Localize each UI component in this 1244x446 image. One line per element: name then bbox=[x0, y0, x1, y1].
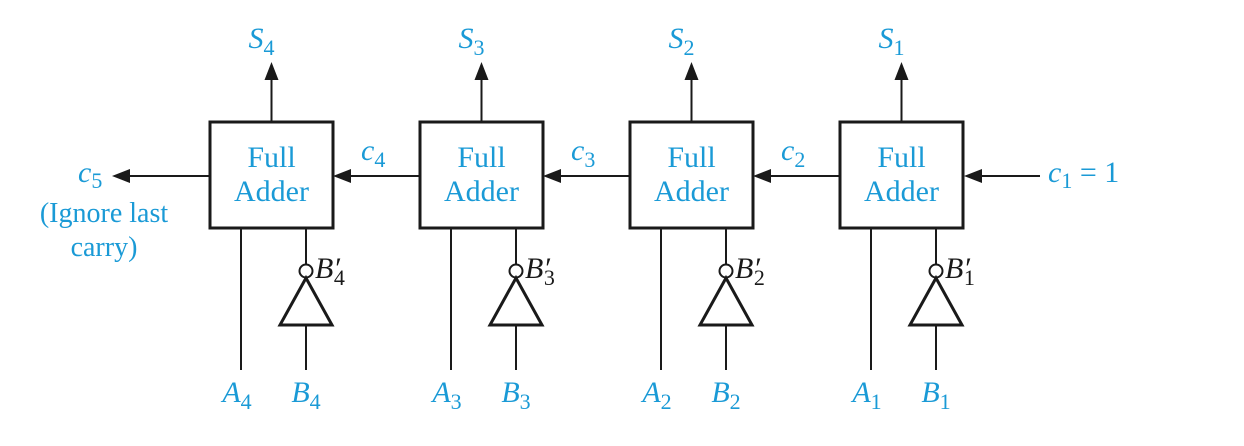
ignore-carry-note-line2: carry) bbox=[71, 232, 138, 263]
carry-in-label-c1: c1 = 1 bbox=[1048, 156, 1119, 193]
sum-arrowhead-3 bbox=[474, 62, 489, 80]
inverter-triangle-3 bbox=[487, 274, 545, 327]
full-adder-box-2 bbox=[628, 120, 755, 230]
carry-label-c2: c2 bbox=[781, 134, 805, 172]
carry-label-c4: c4 bbox=[361, 134, 385, 172]
b-input-label-B2: B2 bbox=[711, 376, 740, 414]
carry-arrowhead-c2 bbox=[753, 169, 771, 183]
b-input-label-B1: B1 bbox=[921, 376, 950, 414]
carry-label-c3: c3 bbox=[571, 134, 595, 172]
b-input-label-B4: B4 bbox=[291, 376, 320, 414]
bprime-label-4: B′4 bbox=[315, 252, 345, 290]
full-adder-box-3 bbox=[418, 120, 545, 230]
full-adder-label-line1-3: Full bbox=[457, 141, 505, 174]
full-adder-label-line2-2: Adder bbox=[654, 175, 729, 208]
full-adder-label-line2-1: Adder bbox=[864, 175, 939, 208]
carry-out-label-c5: c5 bbox=[78, 156, 102, 193]
sum-label-S1: S1 bbox=[879, 22, 905, 60]
full-adder-label-line1-2: Full bbox=[667, 141, 715, 174]
full-adder-box-1 bbox=[838, 120, 965, 230]
sum-label-S3: S3 bbox=[459, 22, 485, 60]
full-adder-label-line1-4: Full bbox=[247, 141, 295, 174]
full-adder-label-line2-3: Adder bbox=[444, 175, 519, 208]
bprime-label-1: B′1 bbox=[945, 252, 975, 290]
a-input-label-A4: A4 bbox=[220, 376, 251, 414]
bprime-label-3: B′3 bbox=[525, 252, 555, 290]
carry-out-arrowhead-c5 bbox=[112, 169, 130, 183]
b-input-label-B3: B3 bbox=[501, 376, 530, 414]
full-adder-label-line2-4: Adder bbox=[234, 175, 309, 208]
sum-label-S4: S4 bbox=[249, 22, 275, 60]
sum-arrowhead-2 bbox=[684, 62, 699, 80]
sum-label-S2: S2 bbox=[669, 22, 695, 60]
bprime-label-2: B′2 bbox=[735, 252, 765, 290]
sum-arrowhead-4 bbox=[264, 62, 279, 80]
full-adder-label-line1-1: Full bbox=[877, 141, 925, 174]
inverter-triangle-2 bbox=[697, 274, 755, 327]
ignore-carry-note-line1: (Ignore last bbox=[40, 198, 169, 229]
a-input-label-A1: A1 bbox=[850, 376, 881, 414]
inverter-triangle-4 bbox=[277, 274, 335, 327]
carry-arrowhead-c3 bbox=[543, 169, 561, 183]
a-input-label-A3: A3 bbox=[430, 376, 461, 414]
a-input-label-A2: A2 bbox=[640, 376, 671, 414]
inverter-triangle-1 bbox=[907, 274, 965, 327]
carry-in-arrowhead-c1 bbox=[964, 169, 982, 183]
carry-arrowhead-c4 bbox=[333, 169, 351, 183]
sum-arrowhead-1 bbox=[894, 62, 909, 80]
